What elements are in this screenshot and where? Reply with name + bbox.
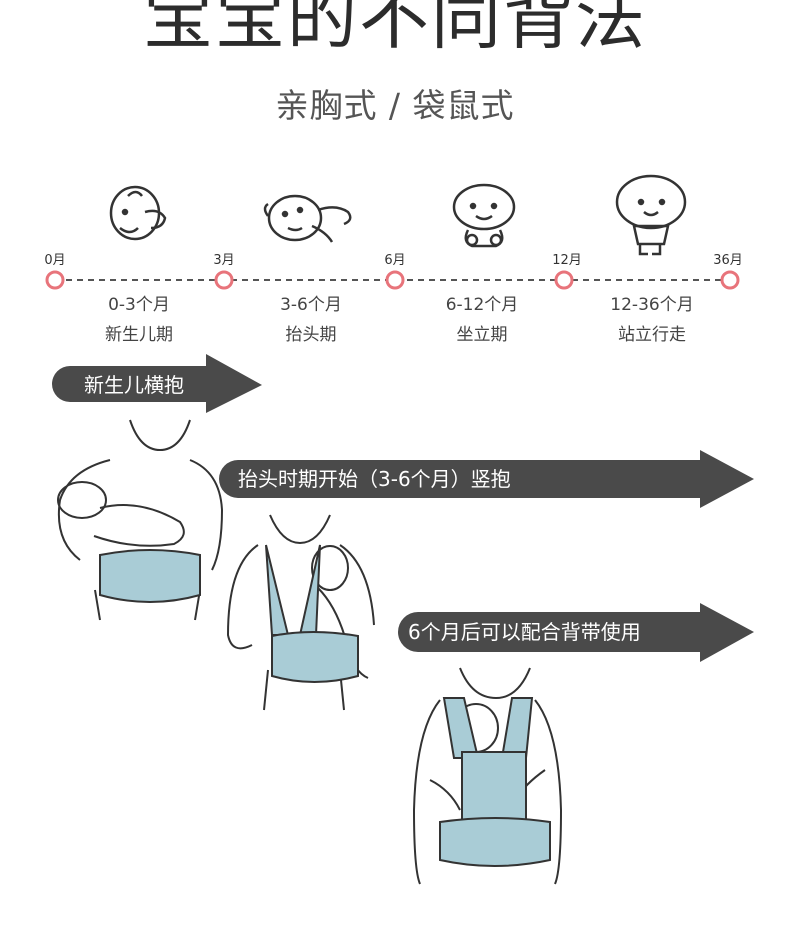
- arrow-label-upright: 抬头时期开始（3-6个月）竖抱: [238, 467, 511, 491]
- newborn-baby-icon: [109, 185, 167, 241]
- timeline-dot-3: [214, 270, 234, 290]
- stage-walking: 12-36个月 站立行走: [610, 290, 693, 350]
- stage-name: 坐立期: [456, 325, 508, 345]
- arrow-label-carrier: 6个月后可以配合背带使用: [408, 620, 641, 644]
- tick-label-12: 12月: [552, 253, 582, 268]
- carrier-shoulder-straps: [442, 697, 534, 759]
- carrier-body-panel: [461, 751, 527, 831]
- upright-carrier-straps: [265, 544, 321, 636]
- timeline-dot-36: [720, 270, 740, 290]
- tick-label-36: 36月: [713, 253, 743, 268]
- stage-newborn: 0-3个月 新生儿期: [105, 290, 173, 350]
- timeline-graphic: [45, 174, 740, 290]
- lying-baby-icon: [263, 194, 352, 243]
- tick-label-6: 6月: [384, 253, 406, 268]
- page-subtitle: 亲胸式 / 袋鼠式: [275, 86, 515, 125]
- upright-hold-figure: [226, 514, 375, 711]
- standing-baby-icon: [615, 174, 687, 256]
- stage-range: 3-6个月: [280, 295, 342, 315]
- cradle-hold-figure: [57, 419, 224, 621]
- page-title: 宝宝的不同背法: [143, 0, 647, 59]
- age-timeline: 0月 3月 6月 12月 36月 0-3个月 新生儿期 3-6个月 抬头期 6-…: [0, 0, 790, 360]
- carrier-hip-seat: [439, 817, 551, 867]
- stage-range: 0-3个月: [108, 295, 170, 315]
- stage-name: 抬头期: [285, 325, 337, 345]
- timeline-dot-0: [45, 270, 65, 290]
- upright-carrier-seat: [271, 631, 359, 683]
- stage-head-up: 3-6个月 抬头期: [280, 290, 342, 350]
- arrow-label-newborn: 新生儿横抱: [84, 373, 184, 397]
- stage-name: 新生儿期: [105, 325, 173, 345]
- stage-name: 站立行走: [618, 325, 686, 345]
- sitting-baby-icon: [452, 183, 516, 248]
- stage-range: 12-36个月: [610, 295, 694, 315]
- stage-sitting: 6-12个月 坐立期: [446, 290, 519, 350]
- stage-range: 6-12个月: [445, 295, 519, 315]
- carrier-figure: [412, 667, 563, 885]
- cradle-carrier-seat: [99, 549, 201, 603]
- timeline-dot-12: [554, 270, 574, 290]
- tick-label-3: 3月: [213, 253, 235, 268]
- tick-label-0: 0月: [44, 253, 66, 268]
- timeline-dot-6: [385, 270, 405, 290]
